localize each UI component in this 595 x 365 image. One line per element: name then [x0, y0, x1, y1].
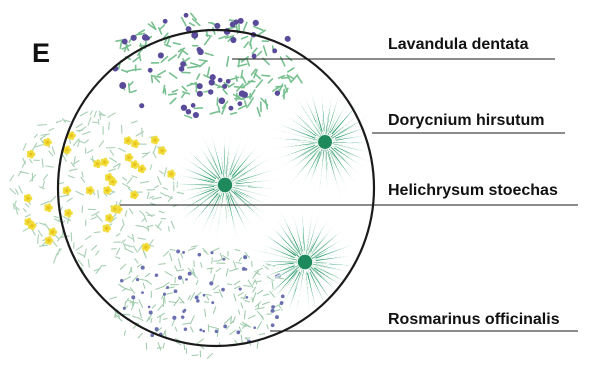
label-lavandula-dentata: Lavandula dentata: [388, 37, 528, 53]
rosmarinus-officinalis-planting: [110, 246, 287, 359]
label-helichrysum-stoechas: Helichrysum stoechas: [388, 183, 558, 199]
dorycnium-hirsutum-shrubs: [168, 85, 385, 320]
lavandula-dentata-planting: [113, 13, 302, 118]
label-dorycnium-hirsutum: Dorycnium hirsutum: [388, 113, 544, 129]
helichrysum-stoechas-planting: [10, 111, 184, 273]
label-rosmarinus-officinalis: Rosmarinus officinalis: [388, 312, 560, 328]
panel-letter: E: [32, 40, 50, 67]
